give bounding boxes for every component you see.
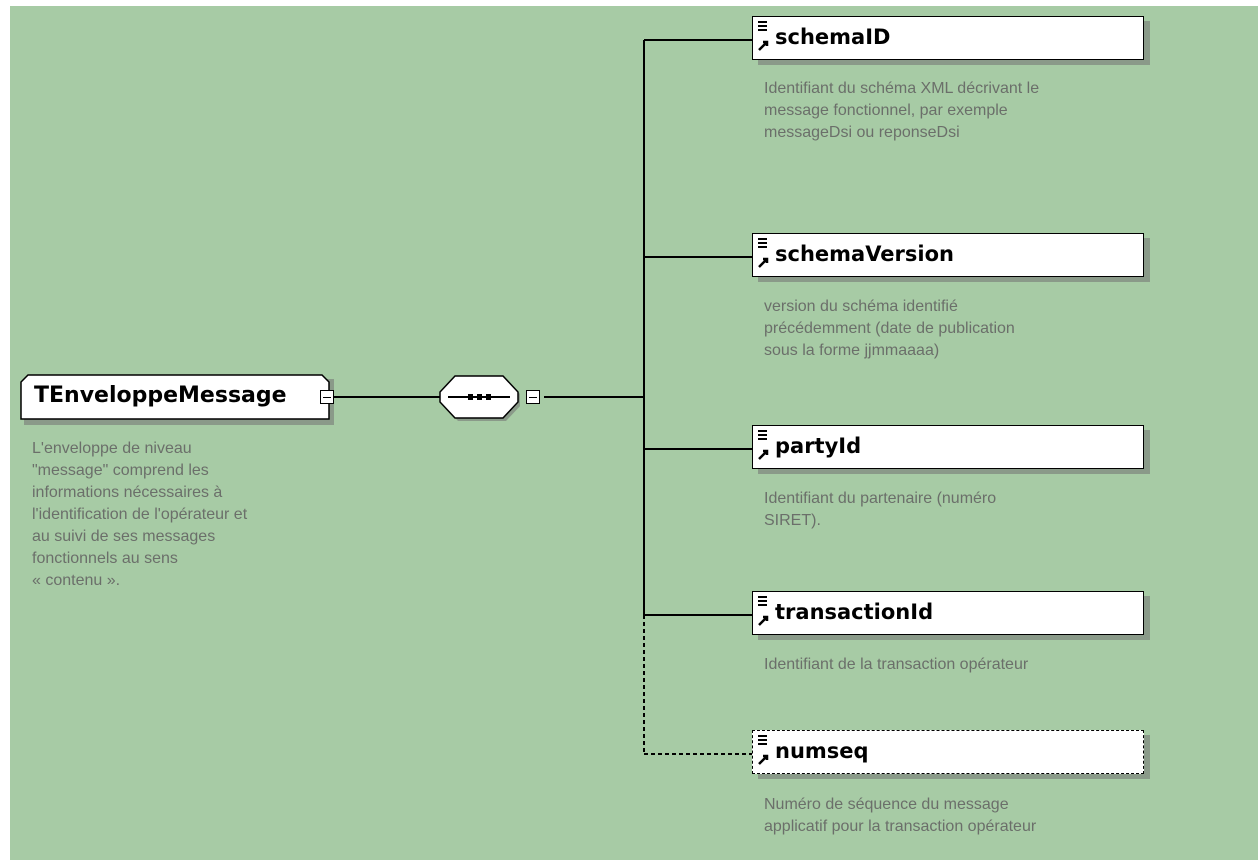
element-icon <box>758 735 769 765</box>
element-icon <box>758 430 769 460</box>
element-name: numseq <box>775 739 869 763</box>
element-box-partyId[interactable]: partyId <box>752 425 1144 469</box>
element-name: schemaVersion <box>775 242 954 266</box>
root-collapse-button[interactable] <box>320 390 334 404</box>
element-description-transactionId: Identifiant de la transaction opérateur <box>764 656 1029 673</box>
element-box-schemaVersion[interactable]: schemaVersion <box>752 233 1144 277</box>
root-box-shape <box>20 374 330 420</box>
sequence-collapse-button[interactable] <box>526 390 540 404</box>
element-description-partyId: Identifiant du partenaire (numéro SIRET)… <box>764 490 997 529</box>
sequence-compositor-icon[interactable] <box>438 372 520 422</box>
root-type-name: TEnveloppeMessage <box>34 383 287 408</box>
schema-diagram: TEnveloppeMessage L'enveloppe de niveau … <box>10 6 1258 860</box>
root-description: L'enveloppe de niveau "message" comprend… <box>32 440 248 589</box>
element-box-transactionId[interactable]: transactionId <box>752 591 1144 635</box>
element-box-schemaID[interactable]: schemaID <box>752 16 1144 60</box>
element-name: transactionId <box>775 600 934 624</box>
element-box-numseq[interactable]: numseq <box>752 730 1144 774</box>
element-icon <box>758 21 769 51</box>
root-type-box[interactable]: TEnveloppeMessage <box>20 374 330 420</box>
element-description-schemaVersion: version du schéma identifié précédemment… <box>764 298 1015 359</box>
element-name: schemaID <box>775 25 891 49</box>
element-description-schemaID: Identifiant du schéma XML décrivant le m… <box>764 80 1040 141</box>
element-icon <box>758 596 769 626</box>
element-name: partyId <box>775 434 862 458</box>
connector-lines <box>330 39 754 755</box>
element-icon <box>758 238 769 268</box>
element-description-numseq: Numéro de séquence du message applicatif… <box>764 796 1037 835</box>
